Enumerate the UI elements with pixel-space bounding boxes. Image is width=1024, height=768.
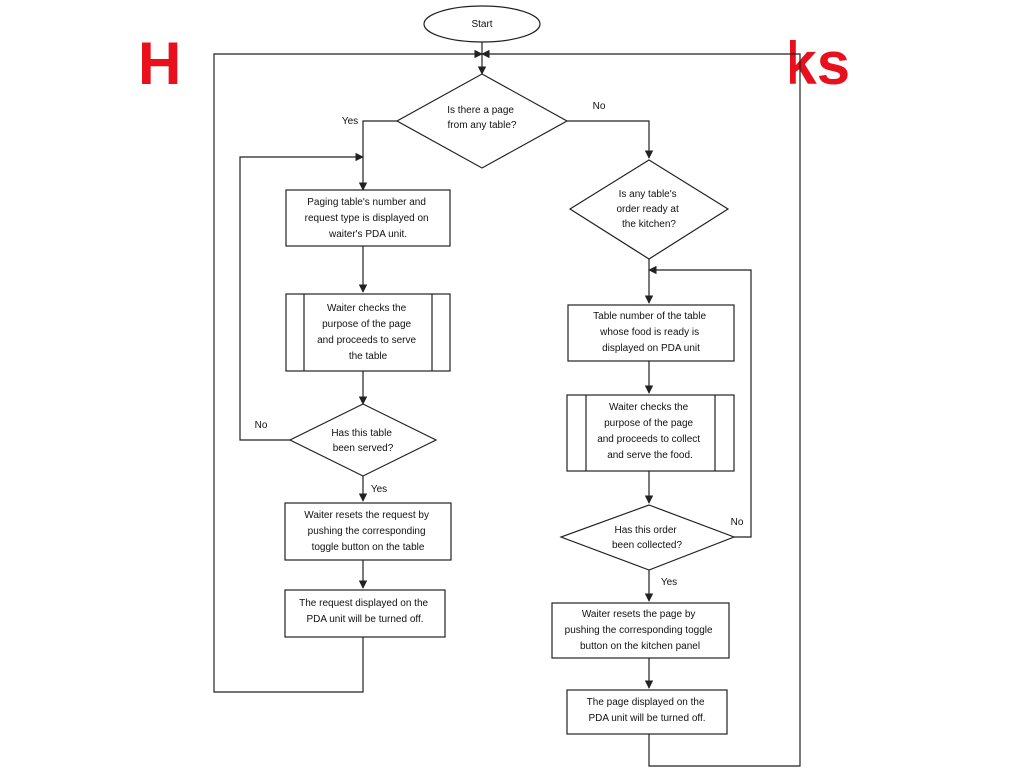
left-off-line-1: The request displayed on the xyxy=(299,598,428,609)
left-check-box: Waiter checks the purpose of the page an… xyxy=(285,293,451,372)
connectors xyxy=(213,42,801,767)
svg-text:Is there a page from any: Is there a page from any table? xyxy=(447,105,517,131)
decision-collected-line-1: Has this order xyxy=(614,525,677,536)
start-label: Start xyxy=(471,19,492,30)
right-check-box: Waiter checks the purpose of the page an… xyxy=(566,394,735,472)
left-reset-line-2: pushing the corresponding xyxy=(308,526,426,537)
connector-yes-to-left-display xyxy=(358,120,397,191)
left-reset-line-1: Waiter resets the request by xyxy=(304,510,429,521)
decision-order-collected: Has this order been collected? xyxy=(559,504,736,571)
decision-ready-line-2: order ready at xyxy=(616,204,678,215)
right-reset-line-3: button on the kitchen panel xyxy=(580,641,700,652)
svg-text:The request displayed on the: The request displayed on the PDA unit wi… xyxy=(299,598,431,625)
right-display-box: Table number of the table whose food is … xyxy=(567,304,735,362)
decision-served-line-2: been served? xyxy=(333,443,394,454)
right-reset-line-2: pushing the corresponding toggle xyxy=(565,625,713,636)
connector-right-return-to-top xyxy=(481,49,801,767)
right-reset-box: Waiter resets the page by pushing the co… xyxy=(551,602,730,659)
decision-ready-line-1: Is any table's xyxy=(619,189,677,200)
decision-ready-line-3: the kitchen? xyxy=(622,219,676,230)
right-check-line-2: purpose of the page xyxy=(604,418,693,429)
connector-left-return-to-top xyxy=(213,49,483,693)
right-display-line-2: whose food is ready is xyxy=(599,327,699,338)
connector-no-to-order-ready xyxy=(567,120,654,159)
right-check-line-4: and serve the food. xyxy=(607,450,693,461)
left-display-line-3: waiter's PDA unit. xyxy=(328,229,407,240)
decision-order-ready: Is any table's order ready at the kitche… xyxy=(568,159,730,260)
right-check-line-1: Waiter checks the xyxy=(609,402,689,413)
left-display-box: Paging table's number and request type i… xyxy=(285,189,451,247)
decision-served-line-1: Has this table xyxy=(331,428,392,439)
connector-served-no-loop xyxy=(239,152,364,441)
svg-text:The page displayed on the: The page displayed on the PDA unit will … xyxy=(587,697,708,724)
right-reset-line-1: Waiter resets the page by xyxy=(582,609,696,620)
left-off-line-2: PDA unit will be turned off. xyxy=(306,614,423,625)
decision-page-line-2: from any table? xyxy=(448,120,517,131)
right-off-line-1: The page displayed on the xyxy=(587,697,705,708)
left-check-line-4: the table xyxy=(349,351,388,362)
left-display-line-2: request type is displayed on xyxy=(305,213,429,224)
start-terminal: Start xyxy=(423,5,541,43)
slide-title-left: H xyxy=(138,30,182,97)
svg-text:Waiter checks the purpos: Waiter checks the purpose of the page an… xyxy=(317,303,419,362)
svg-text:Table number of the table: Table number of the table whose food is … xyxy=(593,311,709,354)
decision-collected-line-2: been collected? xyxy=(612,540,682,551)
decision-page-from-table: Is there a page from any table? xyxy=(395,73,569,169)
svg-text:Waiter resets the request by: Waiter resets the request by pushing the… xyxy=(304,510,431,553)
yes-label-collected: Yes xyxy=(661,577,677,588)
connector-collected-no-loop xyxy=(648,265,752,538)
yes-label-served: Yes xyxy=(371,484,387,495)
decision-table-served: Has this table been served? xyxy=(288,403,438,477)
svg-text:Is any table's order rea: Is any table's order ready at the kitche… xyxy=(616,189,681,230)
right-check-line-3: and proceeds to collect xyxy=(597,434,700,445)
svg-text:Paging table's number and: Paging table's number and request type i… xyxy=(305,197,432,240)
right-off-box: The page displayed on the PDA unit will … xyxy=(566,689,728,735)
left-reset-line-3: toggle button on the table xyxy=(312,542,425,553)
no-label-page: No xyxy=(593,101,606,112)
left-reset-box: Waiter resets the request by pushing the… xyxy=(284,502,452,561)
svg-text:Waiter resets the page by: Waiter resets the page by pushing the co… xyxy=(565,609,716,652)
svg-text:Waiter checks the purpos: Waiter checks the purpose of the page an… xyxy=(597,402,703,461)
left-check-line-2: purpose of the page xyxy=(322,319,411,330)
left-check-line-1: Waiter checks the xyxy=(327,303,407,314)
right-off-line-2: PDA unit will be turned off. xyxy=(588,713,705,724)
left-display-line-1: Paging table's number and xyxy=(307,197,426,208)
right-display-line-1: Table number of the table xyxy=(593,311,706,322)
left-off-box: The request displayed on the PDA unit wi… xyxy=(284,589,446,638)
left-check-line-3: and proceeds to serve xyxy=(317,335,416,346)
decision-page-line-1: Is there a page xyxy=(447,105,514,116)
yes-label-page: Yes xyxy=(342,116,358,127)
right-display-line-3: displayed on PDA unit xyxy=(602,343,700,354)
no-label-served: No xyxy=(255,420,268,431)
svg-text:Has this order been coll: Has this order been collected? xyxy=(612,525,682,551)
no-label-collected: No xyxy=(731,517,744,528)
svg-text:Has this table been serv: Has this table been served? xyxy=(331,428,394,454)
